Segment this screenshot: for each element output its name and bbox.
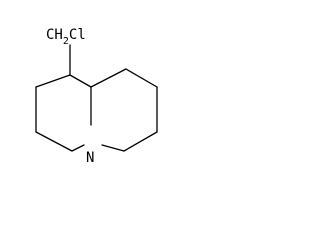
- quinolizidine-structure: N CH2Cl: [35, 27, 158, 166]
- bond-c6-c7: [125, 68, 158, 88]
- chloromethyl-label: CH2Cl: [46, 27, 86, 47]
- bond-c1-c6: [90, 68, 127, 88]
- nitrogen-label: N: [86, 150, 94, 166]
- bond-c2-c3: [35, 74, 71, 88]
- bond-c5-n: [71, 144, 85, 152]
- bond-c9-n: [101, 144, 125, 152]
- bond-c1-c2: [69, 74, 92, 88]
- structure-diagram: N CH2Cl: [0, 0, 177, 171]
- subscript-2: 2: [63, 36, 69, 47]
- bond-c8-c9: [123, 131, 158, 152]
- bond-c4-c5: [35, 131, 73, 152]
- chlorine-label: Cl: [69, 27, 86, 43]
